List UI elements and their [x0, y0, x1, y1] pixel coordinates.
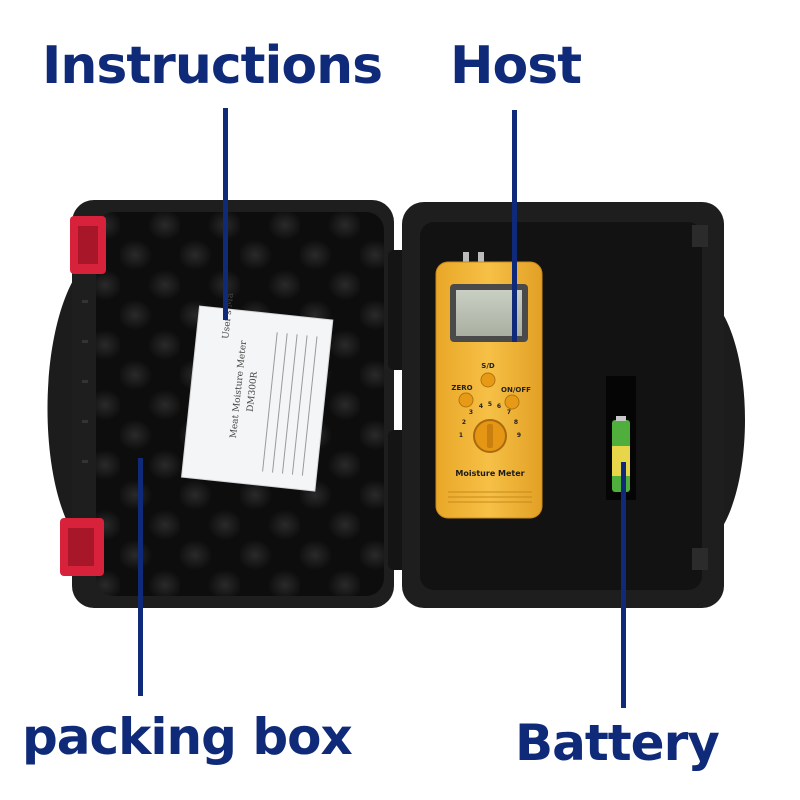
meter-btn-onoff-label: ON/OFF	[501, 386, 531, 394]
meter-btn-sd-label: S/D	[481, 362, 495, 370]
dial-num-7: 7	[507, 409, 511, 416]
manual-line-3: DM300R	[246, 371, 260, 412]
moisture-meter: S/D ZERO ON/OFF 1 2 3 4 5 6 7 8 9 Moistu…	[435, 252, 543, 519]
instruction-manual: User's Ma Meat Moisture Meter DM300R	[181, 292, 334, 492]
leader-battery	[621, 462, 626, 708]
meter-btn-sd	[480, 372, 496, 388]
label-instructions: Instructions	[42, 36, 383, 96]
dial-num-6: 6	[497, 403, 501, 410]
latch-bottom	[60, 518, 104, 576]
dial-num-1: 1	[459, 432, 463, 439]
leader-instructions	[223, 108, 228, 320]
leader-host	[512, 110, 517, 342]
dial-num-4: 4	[479, 403, 483, 410]
label-battery: Battery	[515, 714, 720, 772]
meter-brand: Moisture Meter	[455, 469, 524, 478]
dial-num-5: 5	[488, 401, 492, 408]
dial-num-2: 2	[462, 419, 466, 426]
meter-btn-zero	[458, 392, 474, 408]
dial-num-8: 8	[514, 419, 518, 426]
meter-btn-onoff	[504, 394, 520, 410]
dial-num-9: 9	[517, 432, 521, 439]
label-host: Host	[450, 36, 582, 96]
label-packing-box: packing box	[22, 708, 353, 766]
meter-btn-zero-label: ZERO	[451, 384, 472, 392]
leader-packing-box	[138, 458, 143, 696]
dial-num-3: 3	[469, 409, 473, 416]
latch-top	[70, 216, 106, 274]
